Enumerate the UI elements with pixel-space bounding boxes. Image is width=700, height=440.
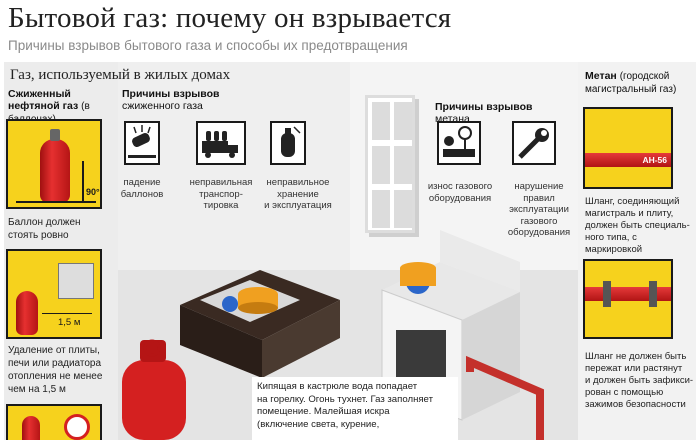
- kitchen-window: [365, 95, 415, 233]
- methane-heading-note: (городской магистральный газ): [585, 71, 677, 95]
- window-pane: [394, 146, 412, 184]
- methane-rule-1-line-2: магистраль и плиту,: [585, 208, 674, 219]
- falling-cylinder-icon: [124, 121, 160, 165]
- cylinder-valve-icon: [50, 129, 60, 141]
- oven-door-icon: [396, 330, 446, 380]
- methane-rule-2-line-5: зажимов безопасности: [585, 399, 686, 410]
- distance-arrow: [42, 313, 92, 314]
- explosion-note: Кипящая в кастрюле вода попадает на горе…: [252, 377, 458, 440]
- cause-falling-1: падение: [123, 177, 161, 188]
- methane-rule-1: Шланг, соединяющий магистраль и плиту, д…: [585, 196, 695, 256]
- pot-bottom: [238, 302, 278, 314]
- no-fire-panel: [6, 404, 102, 440]
- methane-rule-1-line-1: Шланг, соединяющий: [585, 196, 680, 207]
- methane-rule-2: Шланг не должен быть пережат или растяну…: [585, 351, 695, 411]
- clamped-hose-panel: [583, 259, 673, 339]
- cause-worn-2: оборудования: [428, 192, 492, 204]
- methane-rule-2-line-2: пережат или растянут: [585, 363, 683, 374]
- cause-rules: нарушение правил эксплуатации газового о…: [500, 181, 578, 239]
- distance-label: 1,5 м: [58, 317, 81, 328]
- note-line-4: (включение света, курение,: [257, 418, 380, 430]
- right-angle-line: [82, 161, 84, 201]
- cylinder-storage-icon: [270, 121, 306, 165]
- rule-distance-2: печи или радиатора: [8, 358, 102, 369]
- window-pane: [394, 190, 412, 228]
- window-pane: [372, 102, 390, 140]
- burner-icon: [222, 296, 238, 312]
- liquefied-causes-heading-2: сжиженного газа: [122, 100, 203, 112]
- counter-front: [262, 300, 340, 378]
- methane-rule-2-line-4: рован с помощью: [585, 387, 664, 398]
- hose-icon: [585, 153, 671, 167]
- gas-pipe-icon: [466, 355, 544, 440]
- page-title: Бытовой газ: почему он взрывается: [8, 2, 452, 34]
- cause-falling: падение баллонов: [112, 177, 172, 200]
- methane-heading: Метан (городской магистральный газ): [585, 70, 693, 96]
- hose-icon: [585, 287, 671, 301]
- methane-heading-bold: Метан: [585, 70, 617, 82]
- note-line-3: помещение. Малейшая искра: [257, 406, 390, 417]
- rule-distance-4: чем на 1,5 м: [8, 384, 66, 395]
- marked-hose-panel: АН-56: [583, 107, 673, 189]
- methane-rule-1-line-3: должен быть специаль-: [585, 220, 690, 231]
- liquefied-causes-heading: Причины взрывов сжиженного газа: [122, 88, 219, 112]
- methane-rule-2-line-1: Шланг не должен быть: [585, 351, 687, 362]
- cause-rules-5: оборудования: [507, 227, 571, 238]
- cylinder-upright-panel: 90°: [6, 119, 102, 209]
- stove-icon: [58, 263, 94, 299]
- hose-marking: АН-56: [642, 155, 667, 165]
- stove-side: [462, 292, 520, 420]
- worn-equipment-icon: [437, 121, 481, 165]
- cylinder-distance-panel: 1,5 м: [6, 249, 102, 339]
- rule-upright-1: Баллон должен: [8, 217, 81, 228]
- note-line-1: Кипящая в кастрюле вода попадает: [257, 381, 418, 392]
- cause-worn: износ газового оборудования: [422, 181, 498, 204]
- clamp-icon: [603, 281, 611, 307]
- cylinder-valve-wheel-icon: [143, 339, 161, 357]
- cause-storage-2: хранение: [277, 188, 319, 200]
- cause-falling-2: баллонов: [120, 188, 164, 200]
- clamp-icon: [649, 281, 657, 307]
- cause-transport: неправильная транспор- тировка: [186, 177, 256, 212]
- truck-icon: [196, 121, 246, 165]
- cause-storage: неправильное хранение и эксплуатация: [258, 177, 338, 212]
- angle-label: 90°: [86, 187, 100, 197]
- methane-rule-1-line-4: ного типа, с маркировкой: [585, 232, 643, 255]
- rule-distance-1: Удаление от плиты,: [8, 345, 100, 356]
- cause-storage-3: и эксплуатация: [264, 200, 332, 211]
- cause-worn-1: износ газового: [427, 181, 493, 192]
- cause-transport-1: неправильная: [189, 177, 253, 188]
- cause-rules-3: эксплуатации: [509, 204, 569, 215]
- wrench-icon: [512, 121, 556, 165]
- cause-storage-1: неправильное: [266, 177, 330, 188]
- floor-line: [16, 201, 96, 203]
- liquefied-causes-heading-1: Причины взрывов: [122, 88, 220, 100]
- gas-cylinder-small-icon: [16, 291, 38, 335]
- gas-cylinder-tiny-icon: [22, 416, 40, 440]
- large-gas-cylinder-icon: [122, 360, 186, 440]
- pot-right-body: [400, 268, 436, 286]
- note-line-2: на горелку. Огонь тухнет. Газ заполняет: [257, 393, 433, 405]
- window-pane: [394, 102, 412, 140]
- cylinder-neck: [140, 340, 166, 362]
- stove-backsplash: [440, 230, 520, 292]
- section-title: Газ, используемый в жилых домах: [10, 67, 231, 83]
- page-subtitle: Причины взрывов бытового газа и способы …: [8, 38, 408, 53]
- window-pane: [372, 190, 390, 228]
- cause-rules-1: нарушение: [514, 181, 564, 192]
- no-fire-icon: [64, 414, 90, 440]
- cause-transport-2: транспор-: [199, 188, 243, 200]
- window-pane: [372, 146, 390, 184]
- gas-cylinder-icon: [40, 139, 70, 203]
- methane-rule-2-line-3: и должен быть зафикси-: [585, 375, 694, 386]
- cause-rules-4: газового: [520, 215, 558, 227]
- methane-causes-heading-1: Причины взрывов: [435, 101, 533, 113]
- rule-upright-2: стоять ровно: [8, 230, 69, 241]
- cause-transport-3: тировка: [203, 200, 239, 211]
- liquefied-heading-bold: Сжиженный нефтяной газ: [8, 88, 79, 112]
- cause-rules-2: правил: [523, 192, 555, 204]
- rule-distance-3: отопления не менее: [8, 371, 103, 382]
- counter-side: [180, 305, 262, 378]
